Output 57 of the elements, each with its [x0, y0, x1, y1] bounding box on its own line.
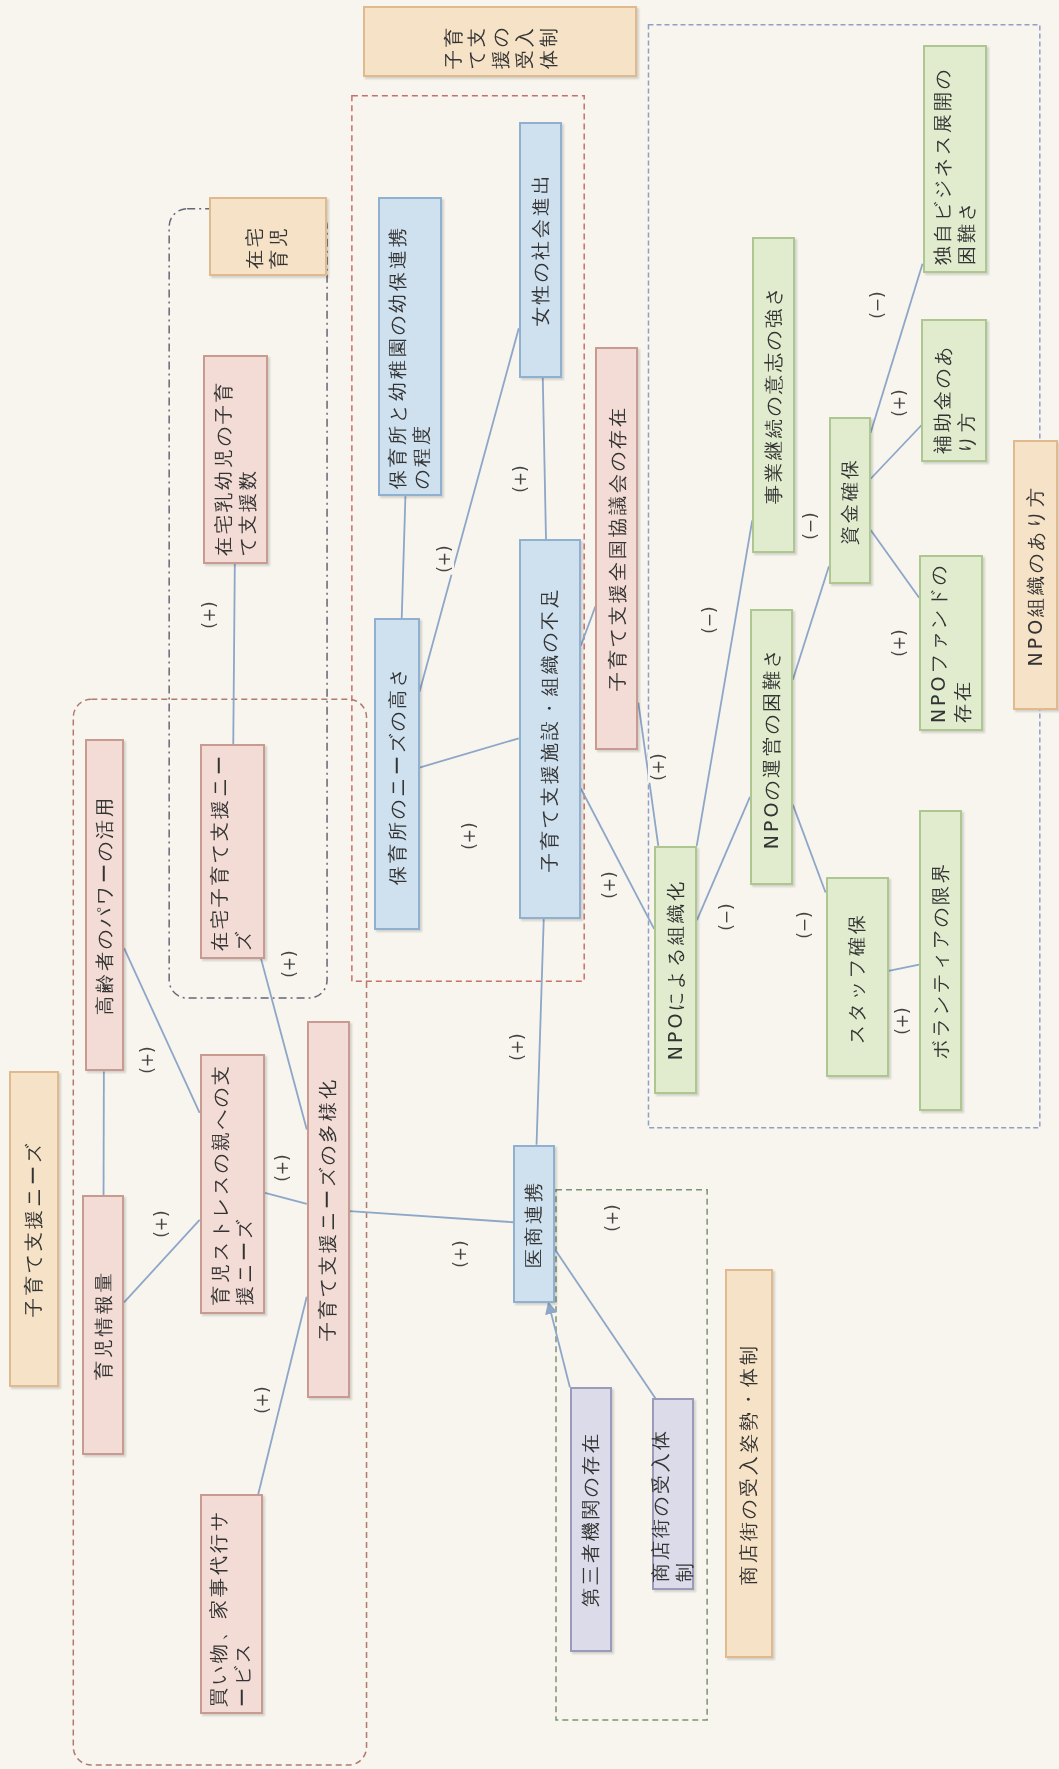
factor-box: NPOファンドの存在 — [919, 554, 984, 731]
factor-box: 第三者機関の存在 — [569, 1387, 613, 1653]
factor-box: 買い物、家事代行サービス — [199, 1494, 263, 1715]
connector-line — [541, 376, 547, 540]
connector-line — [535, 918, 545, 1146]
factor-box: ボランティアの限界 — [919, 809, 962, 1111]
factor-box: 在宅子育て支援ニーズ — [199, 744, 265, 959]
edge-label: (+) — [136, 1044, 157, 1076]
factor-box: 商店街の受入体制 — [651, 1398, 694, 1591]
edge-label: (−) — [716, 901, 737, 933]
arrow — [545, 1301, 571, 1389]
factor-box: 独自ビジネス展開の困難さ — [922, 45, 987, 273]
factor-box: 育児ストレスの親への支援ニーズ — [199, 1054, 265, 1314]
factor-box: 事業継続の意志の強さ — [752, 236, 796, 553]
factor-box: 子育て支援施設・組織の不足 — [518, 539, 581, 920]
connector-line — [791, 803, 827, 894]
edge-label: (+) — [450, 1238, 471, 1270]
factor-box: 育児情報量 — [82, 1195, 125, 1455]
factor-box: 保育所と幼稚園の幼保連携の程度 — [377, 197, 443, 497]
connector-line — [400, 495, 407, 619]
connector-line — [887, 963, 921, 972]
factor-box: 在宅乳幼児の子育て支援数 — [203, 355, 269, 564]
factor-box: 高齢者のパワーの活用 — [84, 738, 125, 1072]
group-title: 商店街の受入姿勢・体制 — [725, 1268, 773, 1658]
factor-box: 子育て支援ニーズの多様化 — [306, 1020, 350, 1399]
edge-label: (−) — [794, 909, 815, 941]
connector-line — [554, 1248, 657, 1400]
factor-box: NPOの運営の困難さ — [749, 609, 793, 886]
factor-box: 補助金のあり方 — [921, 319, 987, 463]
factor-box: 医商連携 — [513, 1144, 555, 1303]
edge-label: (+) — [888, 627, 909, 659]
edge-label: (+) — [647, 751, 668, 783]
group-title: 子育て支援の受入体制 — [363, 5, 638, 77]
connector-line — [418, 737, 520, 769]
factor-box: スタッフ確保 — [825, 877, 889, 1078]
connector-line — [869, 424, 923, 480]
group-title: NPO組織のあり方 — [1012, 439, 1058, 711]
edge-label: (+) — [278, 948, 299, 980]
factor-box: 子育て支援全国協議会の存在 — [595, 347, 639, 750]
edge-label: (+) — [434, 543, 455, 576]
group-title: 子育て支援ニーズ — [9, 1071, 59, 1388]
edge-label: (+) — [602, 1202, 623, 1234]
connector-line — [232, 563, 236, 746]
factor-box: 女性の社会進出 — [518, 121, 562, 378]
connector-line — [348, 1210, 515, 1224]
group-title: 在宅育児 — [208, 197, 328, 277]
connector-line — [264, 1191, 308, 1205]
connector-line — [102, 1070, 105, 1197]
connector-line — [869, 529, 921, 599]
factor-box: NPOによる組織化 — [654, 845, 697, 1094]
connector-line — [123, 1219, 201, 1304]
connector-line — [123, 947, 201, 1114]
connector-line — [579, 605, 597, 647]
connector-line — [696, 796, 751, 921]
connector-line — [579, 787, 655, 930]
factor-box: 資金確保 — [828, 417, 871, 585]
factor-box: 保育所のニーズの高さ — [374, 618, 420, 931]
